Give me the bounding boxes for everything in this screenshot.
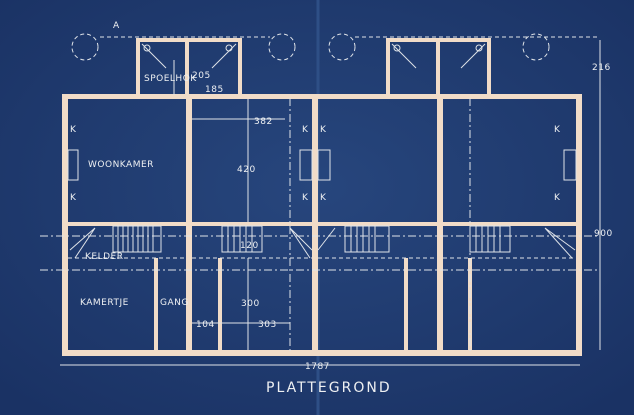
room-label-woonkamer: WOONKAMER <box>88 160 154 170</box>
kitchen-marker: K <box>70 193 77 203</box>
dimension-lines <box>60 40 601 366</box>
room-label-gang: GANG <box>160 298 189 308</box>
kitchen-marker: K <box>320 125 327 135</box>
kitchen-marker: K <box>554 193 561 203</box>
stairs <box>69 225 576 259</box>
rear-extensions <box>136 38 491 98</box>
room-label-kamertje: KAMERTJE <box>80 298 129 308</box>
kitchen-marker: K <box>302 125 309 135</box>
kitchen-marker: K <box>70 125 77 135</box>
dimension-303: 303 <box>258 320 277 330</box>
walls <box>40 94 600 356</box>
dimension-205: 205 <box>192 71 211 81</box>
dimension-216: 216 <box>592 63 611 73</box>
kitchen-marker: K <box>320 193 327 203</box>
dimension-382: 382 <box>254 117 273 127</box>
section-marker: A <box>113 21 120 31</box>
dimension-185: 185 <box>205 85 224 95</box>
dimension-300: 300 <box>241 299 260 309</box>
dimension-104: 104 <box>196 320 215 330</box>
room-label-kelder: KELDER <box>85 252 123 262</box>
drawing-title: PLATTEGROND <box>266 380 392 396</box>
trees <box>71 33 600 61</box>
kitchen-marker: K <box>554 125 561 135</box>
kitchen-marker: K <box>302 193 309 203</box>
kitchen-units <box>67 149 577 181</box>
dimension-900: 900 <box>594 229 613 239</box>
dimension-1787: 1787 <box>305 362 330 372</box>
room-label-spoelhok: SPOELHOK <box>144 74 197 84</box>
dimension-120: 120 <box>240 241 259 251</box>
dimension-420: 420 <box>237 165 256 175</box>
